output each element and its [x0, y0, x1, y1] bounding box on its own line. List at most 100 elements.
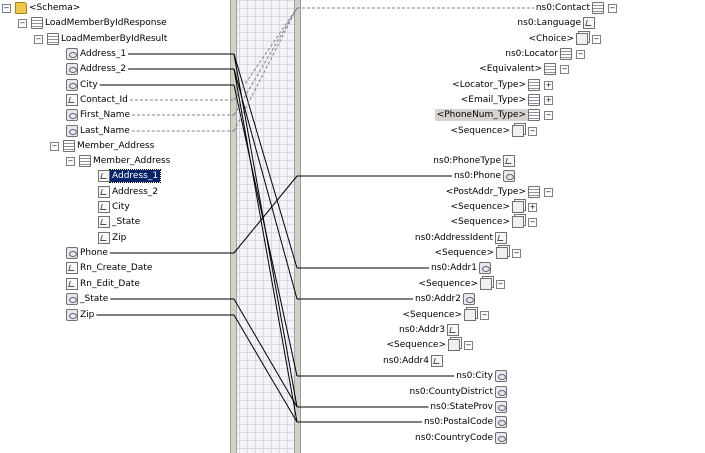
dest-node-addr3[interactable]: ns0:Addr3	[397, 323, 459, 337]
choice-icon	[576, 33, 588, 45]
attr-icon	[583, 17, 595, 29]
dest-node-addressident[interactable]: ns0:AddressIdent	[413, 231, 507, 245]
dest-node-sequence-5[interactable]: <Sequence> −	[417, 277, 505, 291]
attr-icon	[503, 155, 515, 167]
collapse-icon[interactable]: −	[576, 49, 585, 59]
expand-icon[interactable]: +	[528, 202, 537, 212]
dest-node-label: <Sequence>	[418, 279, 478, 289]
source-node-ma-address-1[interactable]: Address_1	[98, 169, 162, 183]
source-node-label: Address_1	[108, 169, 162, 183]
source-node-ma-zip[interactable]: Zip	[98, 231, 128, 245]
schema-root-label: <Schema>	[29, 3, 81, 13]
dest-node-choice[interactable]: <Choice>−	[526, 32, 601, 46]
dest-node-locator-type[interactable]: <Locator_Type>+	[450, 78, 553, 92]
source-node-contact-id[interactable]: Contact_Id	[66, 93, 130, 107]
source-node-zip[interactable]: Zip	[66, 308, 96, 322]
doc-icon	[528, 109, 540, 121]
doc-icon	[592, 2, 604, 14]
attr-icon	[495, 232, 507, 244]
doc-icon	[560, 48, 572, 60]
source-node-edit-date[interactable]: Rn_Edit_Date	[66, 277, 142, 291]
source-node-first-name[interactable]: First_Name	[66, 108, 132, 122]
collapse-icon[interactable]: −	[496, 279, 505, 289]
dest-node-label: <PostAddr_Type>	[445, 187, 526, 197]
source-node-ma-city[interactable]: City	[98, 200, 132, 214]
source-node-member-address-inner[interactable]: − Member_Address	[66, 154, 172, 168]
collapse-icon[interactable]: −	[50, 141, 59, 151]
field-icon	[495, 386, 507, 398]
source-node-address-2[interactable]: Address_2	[66, 62, 128, 76]
collapse-icon[interactable]: −	[560, 64, 569, 74]
dest-node-label: <Equivalent>	[479, 64, 542, 74]
dest-node-addr2[interactable]: ns0:Addr2	[413, 292, 475, 306]
dest-node-label: <Sequence>	[434, 248, 494, 258]
tree-root-schema[interactable]: − <Schema>	[2, 1, 82, 15]
dest-node-addr4[interactable]: ns0:Addr4	[381, 354, 443, 368]
dest-node-label: <Sequence>	[450, 126, 510, 136]
source-node-create-date[interactable]: Rn_Create_Date	[66, 261, 154, 275]
dest-node-contact[interactable]: ns0:Contact−	[534, 1, 617, 15]
sequence-icon	[512, 125, 524, 137]
source-node-label: Last_Name	[80, 126, 130, 136]
source-node-phone[interactable]: Phone	[66, 246, 110, 260]
dest-node-sequence-3[interactable]: <Sequence> −	[449, 215, 537, 229]
dest-node-sequence-1[interactable]: <Sequence> −	[449, 124, 537, 138]
dest-node-postaddr-type[interactable]: <PostAddr_Type> −	[444, 185, 553, 199]
dest-node-sequence-4[interactable]: <Sequence> −	[433, 246, 521, 260]
collapse-icon[interactable]: −	[544, 187, 553, 197]
collapse-icon[interactable]: −	[592, 34, 601, 44]
collapse-icon[interactable]: −	[2, 3, 11, 13]
collapse-icon[interactable]: −	[480, 310, 489, 320]
dest-node-email-type[interactable]: <Email_Type>+	[459, 93, 553, 107]
expand-icon[interactable]: +	[544, 80, 553, 90]
dest-node-language[interactable]: ns0:Language	[515, 16, 595, 30]
source-node-label: Address_1	[80, 49, 127, 59]
source-node-result[interactable]: − LoadMemberByIdResult	[34, 32, 169, 46]
attr-icon	[447, 324, 459, 336]
source-schema-pane[interactable]: − <Schema> − LoadMemberByIdResponse − Lo…	[0, 0, 230, 453]
dest-node-countrycode[interactable]: ns0:CountryCode	[413, 431, 507, 445]
collapse-icon[interactable]: −	[512, 248, 521, 258]
dest-node-phonenum-type[interactable]: <PhoneNum_Type>−	[434, 108, 553, 122]
attr-icon	[98, 201, 110, 213]
source-node-ma-state[interactable]: _State	[98, 215, 142, 229]
dest-node-countydistrict[interactable]: ns0:CountyDistrict	[407, 385, 507, 399]
collapse-icon[interactable]: −	[608, 3, 617, 13]
collapse-icon[interactable]: −	[528, 126, 537, 136]
collapse-icon[interactable]: −	[464, 340, 473, 350]
source-node-city[interactable]: City	[66, 78, 100, 92]
dest-node-city[interactable]: ns0:City	[454, 369, 507, 383]
collapse-icon[interactable]: −	[66, 156, 75, 166]
attr-icon	[98, 186, 110, 198]
attr-icon	[98, 232, 110, 244]
dest-node-phone[interactable]: ns0:Phone	[452, 169, 515, 183]
doc-icon	[47, 33, 59, 45]
source-node-ma-address-2[interactable]: Address_2	[98, 185, 160, 199]
dest-node-sequence-2[interactable]: <Sequence>+	[449, 200, 537, 214]
destination-schema-pane[interactable]: ns0:Contact− ns0:Language <Choice>− ns0:…	[301, 0, 705, 453]
source-node-last-name[interactable]: Last_Name	[66, 124, 132, 138]
dest-node-label: ns0:Addr2	[414, 294, 461, 304]
source-node-state[interactable]: _State	[66, 292, 110, 306]
dest-node-postalcode[interactable]: ns0:PostalCode	[422, 415, 507, 429]
dest-node-stateprov[interactable]: ns0:StateProv	[428, 400, 507, 414]
dest-node-equivalent[interactable]: <Equivalent> −	[477, 62, 569, 76]
expand-icon[interactable]: +	[544, 95, 553, 105]
collapse-icon[interactable]: −	[528, 217, 537, 227]
source-node-address-1[interactable]: Address_1	[66, 47, 128, 61]
dest-node-label: <Sequence>	[450, 217, 510, 227]
dest-node-locator[interactable]: ns0:Locator−	[503, 47, 585, 61]
source-node-label: First_Name	[80, 110, 130, 120]
collapse-icon[interactable]: −	[544, 110, 553, 120]
mapper-grid[interactable]	[230, 0, 301, 453]
dest-node-label: ns0:PhoneType	[433, 156, 501, 166]
collapse-icon[interactable]: −	[18, 18, 27, 28]
dest-node-sequence-7[interactable]: <Sequence>−	[385, 338, 473, 352]
dest-node-label: ns0:StateProv	[430, 402, 493, 412]
dest-node-sequence-6[interactable]: <Sequence>−	[401, 308, 489, 322]
collapse-icon[interactable]: −	[34, 34, 43, 44]
dest-node-addr1[interactable]: ns0:Addr1	[429, 261, 491, 275]
dest-node-phonetype[interactable]: ns0:PhoneType	[431, 154, 515, 168]
source-node-response[interactable]: − LoadMemberByIdResponse	[18, 16, 169, 30]
source-node-member-address[interactable]: − Member_Address	[50, 139, 156, 153]
